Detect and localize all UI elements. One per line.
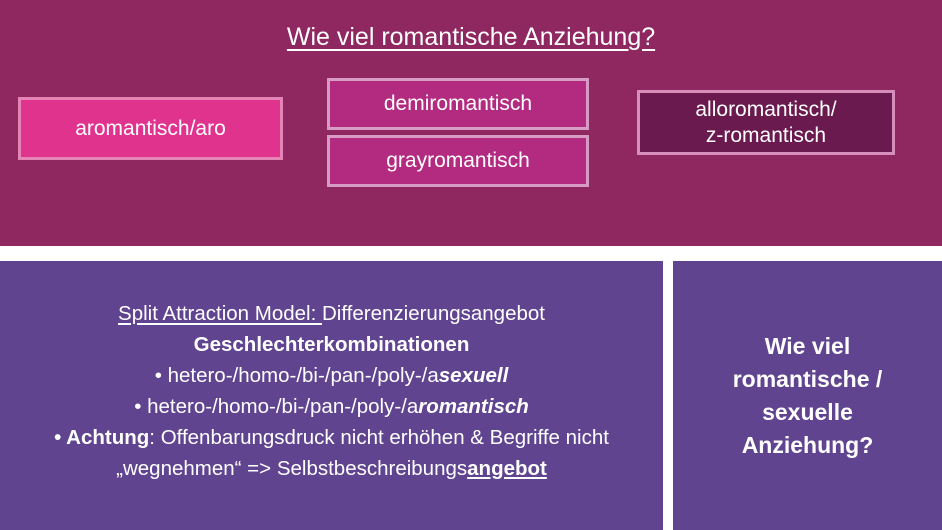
bullet-romantisch-plain: • hetero-/homo-/bi-/pan-/poly-/a [134, 394, 419, 418]
romantic-attraction-banner: Wie viel romantische Anziehung? aromanti… [0, 0, 942, 246]
split-model-heading: Split Attraction Model: Differenzierungs… [8, 298, 655, 329]
split-model-bullet-romantisch: • hetero-/homo-/bi-/pan-/poly-/aromantis… [8, 391, 655, 422]
concept-box-demiromantisch[interactable]: demiromantisch [327, 78, 589, 130]
split-model-heading-rest: Differenzierungsangebot [321, 301, 545, 325]
concept-box-aromantisch-label: aromantisch/aro [75, 116, 226, 140]
bullet-achtung-emphasis: angebot [467, 456, 547, 480]
split-model-heading-term: Split Attraction Model: [118, 301, 322, 325]
bullet-sexuell-plain: • hetero-/homo-/bi-/pan-/poly-/a [154, 363, 439, 387]
concept-box-grayromantisch[interactable]: grayromantisch [327, 135, 589, 187]
concept-box-aromantisch[interactable]: aromantisch/aro [18, 97, 283, 160]
attraction-question-line2: romantische / [732, 365, 883, 392]
split-model-bullet-sexuell: • hetero-/homo-/bi-/pan-/poly-/asexuell [8, 360, 655, 391]
bullet-achtung-rest: : Offenbarungsdruck nicht erhöhen & Begr… [116, 425, 609, 480]
bullet-romantisch-emphasis: romantisch [418, 394, 529, 418]
attraction-question-line3: sexuelle [762, 398, 853, 425]
concept-box-demiromantisch-label: demiromantisch [383, 92, 533, 115]
split-model-bullet-achtung: • Achtung: Offenbarungsdruck nicht erhöh… [8, 422, 655, 484]
attraction-question-line1: Wie viel [764, 332, 851, 359]
attraction-question-line4: Anziehung? [741, 431, 874, 458]
attraction-question-panel: Wie viel romantische / sexuelle Anziehun… [673, 261, 942, 530]
split-attraction-model-panel: Split Attraction Model: Differenzierungs… [0, 261, 663, 530]
concept-box-grayromantisch-label: grayromantisch [386, 149, 530, 172]
concept-box-alloromantisch-label-line1: alloromantisch/ [695, 97, 837, 121]
bullet-achtung-keyword: • Achtung [54, 425, 150, 449]
concept-box-alloromantisch-label-line2: z-romantisch [705, 123, 827, 147]
bullet-sexuell-emphasis: sexuell [438, 363, 509, 387]
split-model-subheading: Geschlechterkombinationen [193, 332, 470, 356]
banner-title: Wie viel romantische Anziehung? [286, 23, 656, 51]
concept-box-alloromantisch[interactable]: alloromantisch/ z-romantisch [637, 90, 895, 155]
